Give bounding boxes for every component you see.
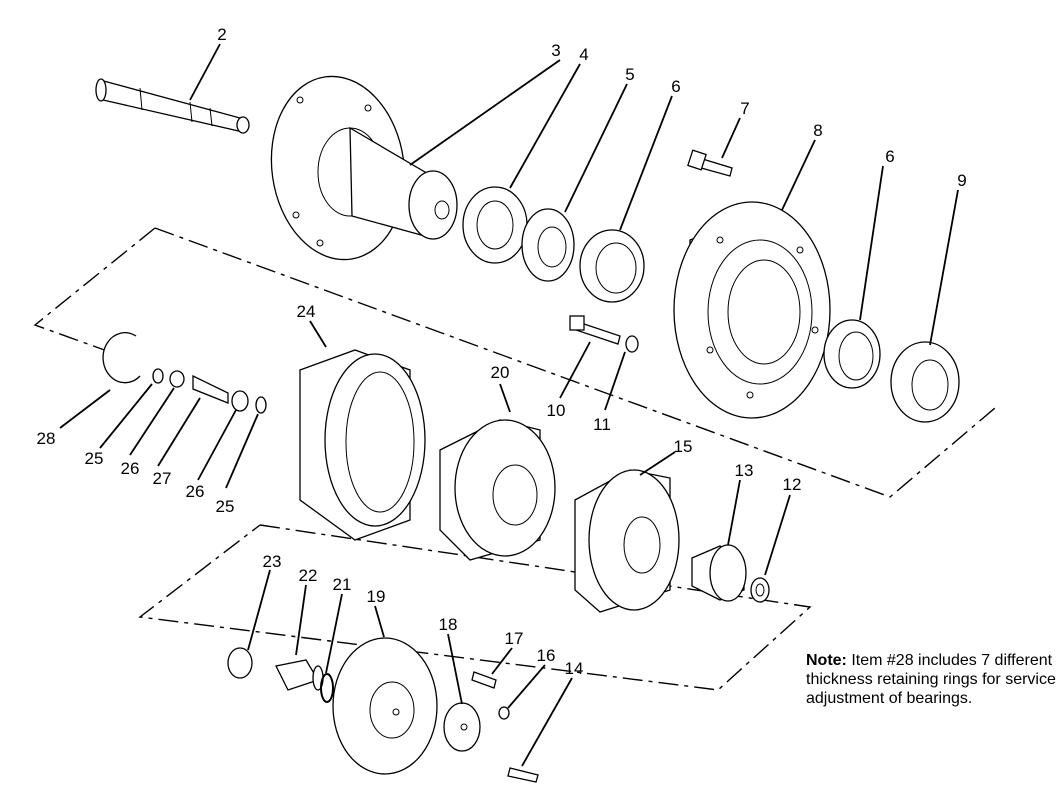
callout-6: 6 — [671, 77, 680, 96]
service-note: Note: Item #28 includes 7 different thic… — [806, 651, 1056, 708]
callout-3: 3 — [551, 41, 560, 60]
callout-14: 14 — [565, 659, 584, 678]
callout-17: 17 — [505, 629, 524, 648]
callout-2: 2 — [217, 25, 226, 44]
callout-20: 20 — [491, 363, 510, 382]
callout-26: 26 — [121, 459, 140, 478]
callout-19: 19 — [367, 587, 386, 606]
thrust-washer-part — [750, 577, 770, 603]
callout-8: 8 — [813, 121, 822, 140]
bearing-cup-part-2 — [823, 319, 881, 389]
callout-23: 23 — [263, 552, 282, 571]
callout-26b: 26 — [186, 482, 205, 501]
leader-lines — [59, 43, 959, 767]
cover-part — [332, 637, 438, 775]
sun-gear-part — [691, 544, 747, 602]
callout-16: 16 — [537, 646, 556, 665]
planetary-carrier-part-2 — [574, 469, 680, 613]
o-ring-part — [320, 673, 334, 703]
cap-screw-part — [507, 767, 539, 783]
bolt-part-2 — [569, 315, 621, 345]
callout-24: 24 — [297, 302, 316, 321]
pin-part — [275, 659, 324, 691]
note-text: Item #28 includes 7 different thickness … — [806, 652, 1056, 707]
lock-washer-part — [227, 647, 253, 679]
centerline-left — [33, 227, 156, 353]
centerline-upper — [154, 227, 996, 498]
callout-labels: 2 3 4 5 6 7 8 6 9 24 28 25 26 27 26 25 2… — [37, 25, 967, 678]
planetary-carrier-part — [439, 419, 556, 561]
callout-4: 4 — [579, 45, 588, 64]
snap-rings-and-spring — [152, 368, 267, 414]
callout-25b: 25 — [216, 497, 235, 516]
callout-12: 12 — [783, 475, 802, 494]
callout-9: 9 — [957, 171, 966, 190]
flanged-hub-part — [270, 75, 458, 261]
callout-10: 10 — [547, 401, 566, 420]
bolt-part — [687, 149, 733, 177]
callout-13: 13 — [735, 461, 754, 480]
callout-21: 21 — [333, 575, 352, 594]
thrust-plate-part — [443, 702, 481, 752]
housing-part — [673, 201, 831, 419]
callout-27: 27 — [153, 469, 172, 488]
shaft-part — [95, 78, 250, 134]
note-label: Note: — [806, 652, 847, 669]
tapered-bearing-part-2 — [890, 341, 960, 423]
washer-part — [625, 335, 639, 353]
screw-part — [471, 671, 497, 689]
tapered-bearing-part — [521, 208, 575, 282]
callout-22: 22 — [299, 566, 318, 585]
callout-15: 15 — [674, 437, 693, 456]
callout-11: 11 — [593, 415, 611, 434]
ring-gear-part — [299, 349, 426, 541]
callout-28: 28 — [37, 429, 56, 448]
bearing-part — [462, 186, 528, 264]
retaining-ring-part — [102, 332, 141, 384]
callout-5: 5 — [625, 65, 634, 84]
set-screw-part — [498, 706, 510, 720]
callout-6b: 6 — [885, 147, 894, 166]
callout-25: 25 — [85, 449, 104, 468]
callout-18: 18 — [439, 615, 458, 634]
bearing-cup-part — [579, 229, 645, 303]
callout-7: 7 — [740, 99, 749, 118]
